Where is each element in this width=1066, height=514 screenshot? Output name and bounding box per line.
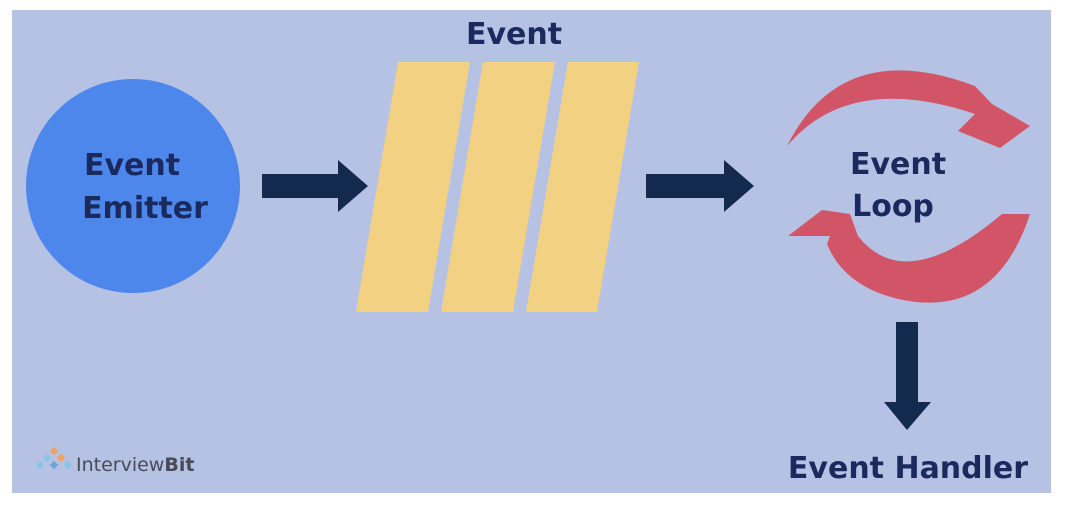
interviewbit-logo: InterviewBit bbox=[35, 446, 194, 476]
event-emitter-label-line1: Event bbox=[84, 148, 180, 183]
event-loop-label-line2: Loop bbox=[852, 189, 934, 224]
event-emitter-label-line2: Emitter bbox=[82, 191, 208, 226]
interviewbit-logo-text: InterviewBit bbox=[76, 454, 194, 476]
right-arrow-icon bbox=[262, 160, 368, 212]
emitter-to-queue-arrow bbox=[262, 160, 368, 212]
brand-name-plain: Interview bbox=[76, 454, 164, 476]
queue-slot-2 bbox=[441, 62, 555, 312]
right-arrow-icon bbox=[646, 160, 754, 212]
event-loop-node: Event Loop bbox=[787, 70, 1030, 303]
queue-slot-3 bbox=[526, 62, 639, 312]
down-arrow-icon bbox=[884, 322, 931, 430]
queue-slot-1 bbox=[356, 62, 470, 312]
event-queue-title: Event bbox=[466, 17, 562, 52]
loop-to-handler-arrow bbox=[884, 322, 931, 430]
event-emitter-circle bbox=[26, 79, 240, 293]
brand-name-bold: Bit bbox=[164, 454, 194, 476]
event-emitter-node: Event Emitter bbox=[26, 79, 240, 293]
event-queue: Event bbox=[356, 17, 639, 312]
event-loop-label-line1: Event bbox=[850, 147, 946, 182]
loop-top-arrow-icon bbox=[787, 70, 1030, 148]
event-handler-label: Event Handler bbox=[788, 451, 1028, 486]
queue-to-loop-arrow bbox=[646, 160, 754, 212]
interviewbit-logo-icon bbox=[35, 446, 73, 470]
loop-bottom-arrow-icon bbox=[788, 210, 1030, 303]
